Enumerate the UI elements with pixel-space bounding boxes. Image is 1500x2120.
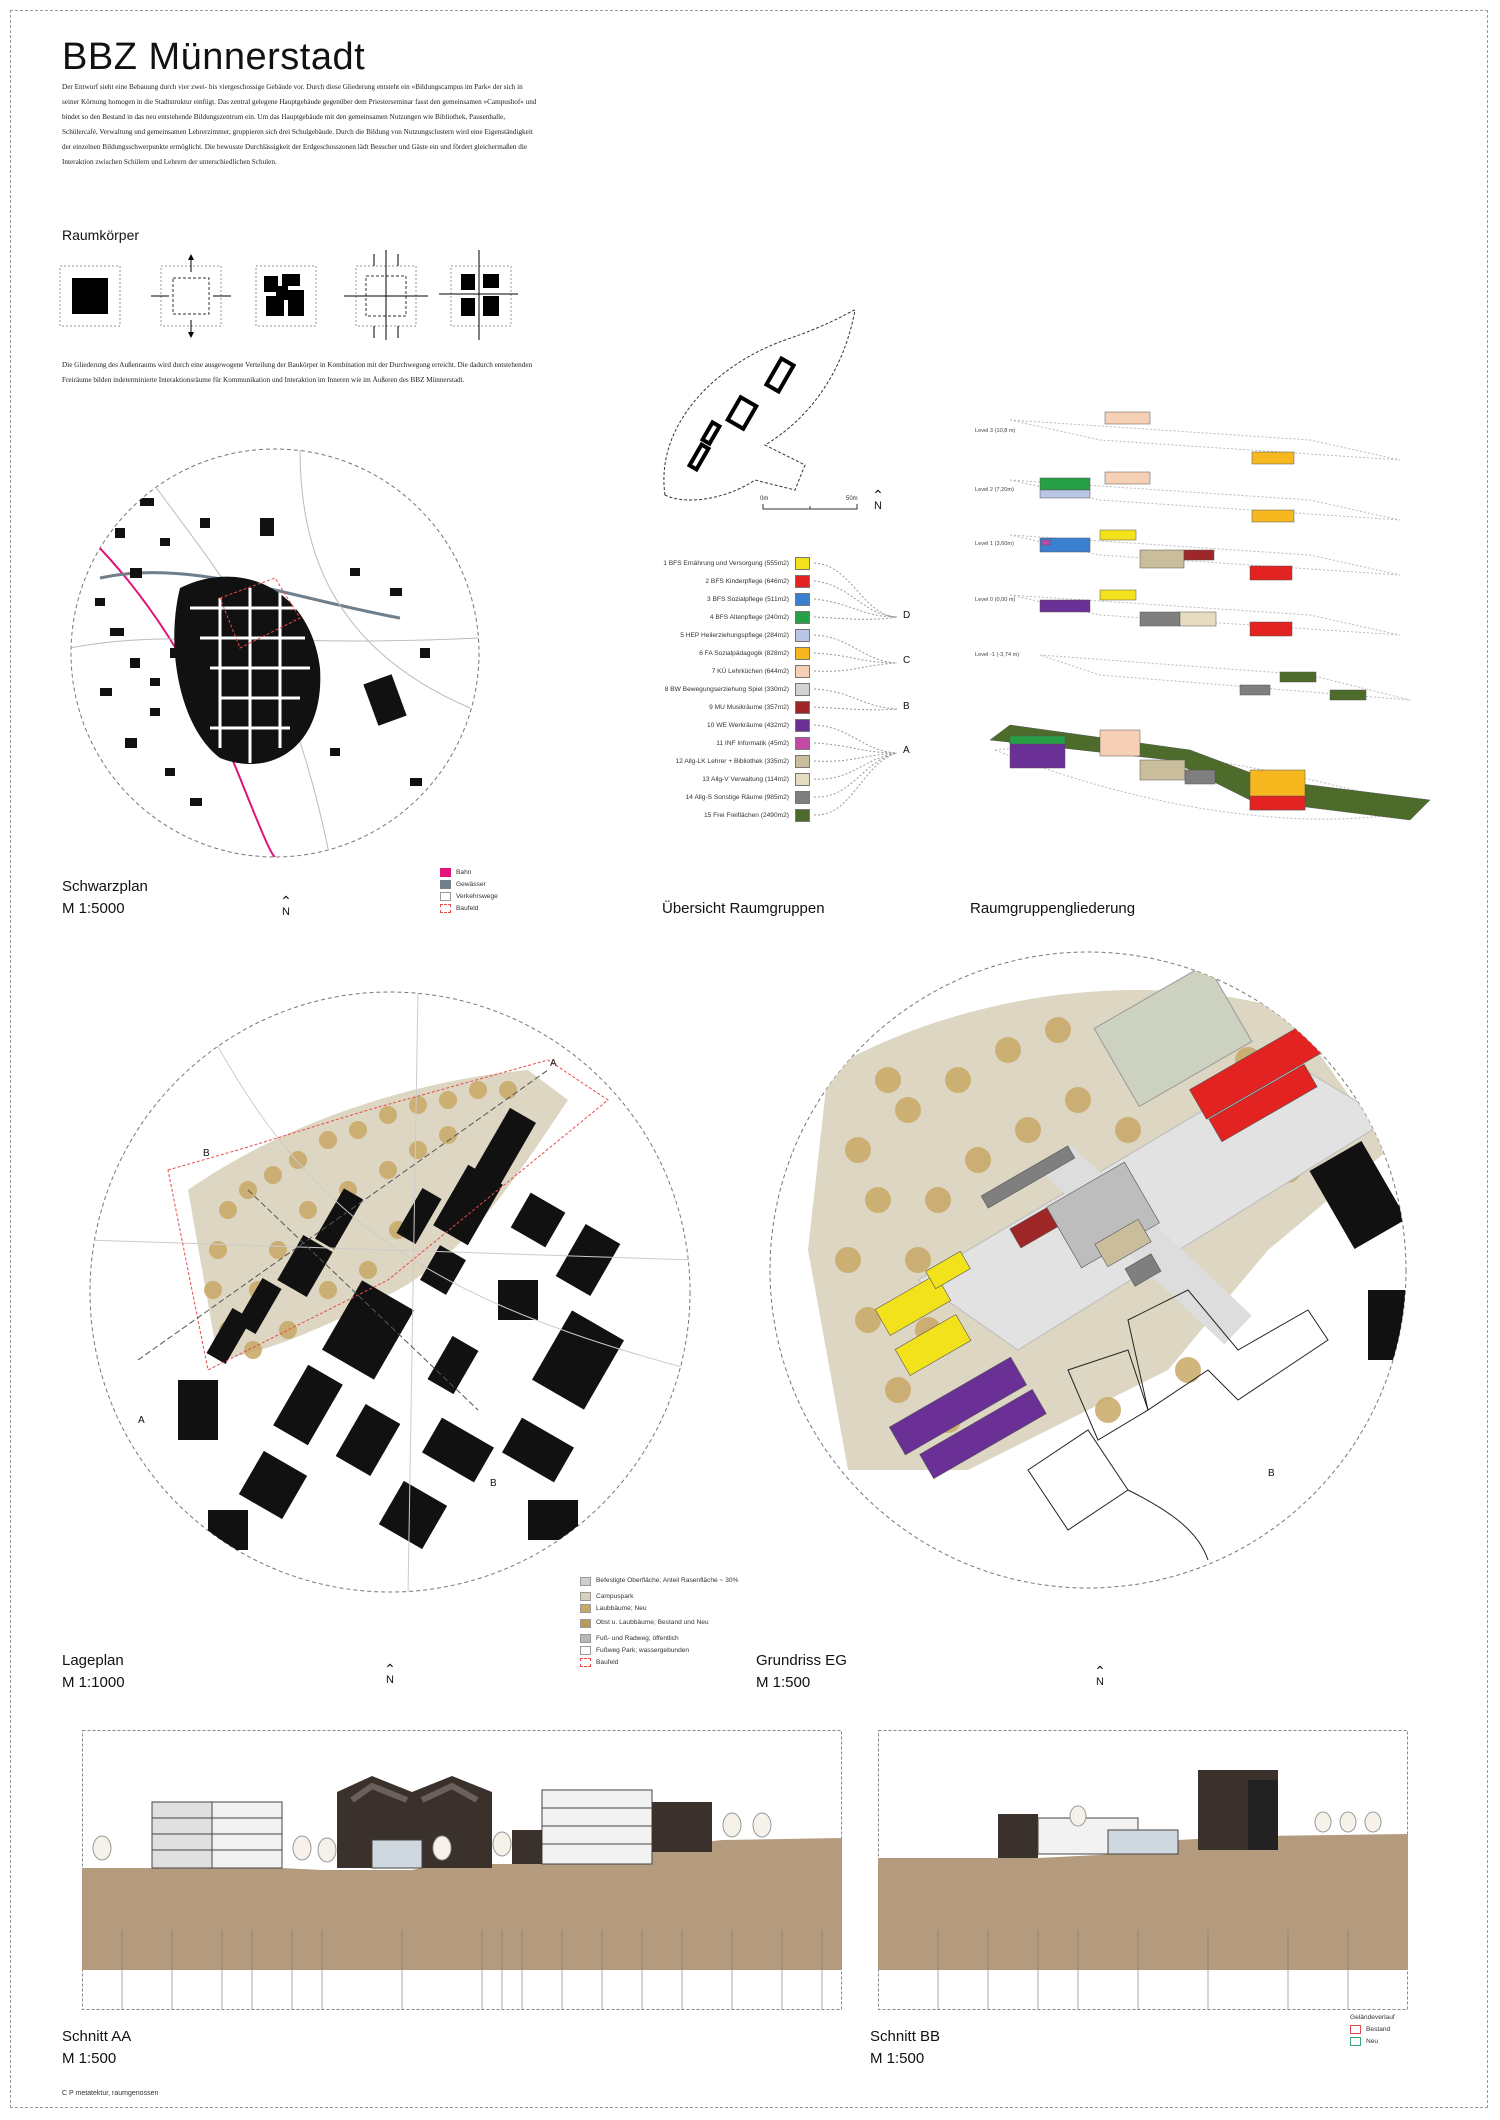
- list-item: 6 FA Sozialpädagogik (828m2): [660, 645, 810, 661]
- legend-item: Baufeld: [440, 902, 498, 914]
- grundriss-scale: M 1:500: [756, 1674, 811, 1691]
- lageplan-scale: M 1:1000: [62, 1674, 125, 1691]
- raumkoerper-text: Die Gliederung des Außenraums wird durch…: [62, 361, 533, 384]
- poster-frame: [10, 10, 1488, 2108]
- lageplan-cut-label-a: A: [138, 1415, 145, 1426]
- level-label: Level 3 (10,8 m): [975, 428, 1016, 434]
- poster-title: BBZ Münnerstadt: [62, 36, 366, 78]
- level-label: Level -1 (-3,74 m): [975, 652, 1020, 658]
- list-item: 9 MU Musikräume (357m2): [660, 699, 810, 715]
- raumgruppen-connectors: [813, 562, 898, 816]
- gelaende-heading: Geländeverlauf: [1350, 2014, 1395, 2021]
- raumgruppen-list: 1 BFS Ernährung und Versorgung (555m2) 2…: [660, 555, 812, 855]
- list-item: 2 BFS Kinderpflege (646m2): [660, 573, 810, 589]
- north-arrow-icon: ⌃: [384, 1661, 396, 1677]
- schnitt-aa-section: [82, 1730, 842, 2010]
- schwarzplan-title: Schwarzplan: [62, 878, 148, 895]
- lageplan-cut-label-b-end: B: [490, 1478, 497, 1489]
- group-label-c: C: [903, 655, 911, 666]
- scale-bar-end: 50m: [846, 496, 858, 502]
- legend-item: Neu: [1350, 2035, 1440, 2047]
- lageplan-map: [89, 991, 691, 1593]
- legend-item: Obst u. Laubbäume; Bestand und Neu: [580, 1614, 750, 1632]
- schwarzplan-legend: Bahn Gewässer Verkehrswege Baufeld: [440, 866, 498, 914]
- list-item: 1 BFS Ernährung und Versorgung (555m2): [660, 555, 810, 571]
- massing-diagram-4: [344, 250, 428, 340]
- scale-bar-start: 0m: [760, 496, 769, 502]
- legend-item: Bahn: [440, 866, 498, 878]
- list-item: 5 HEP Heilerziehungspflege (284m2): [660, 627, 810, 643]
- legend-item: Bestand: [1350, 2023, 1440, 2035]
- schnitt-bb-section: [878, 1730, 1408, 2010]
- list-item: 10 WE Werkräume (432m2): [660, 717, 810, 733]
- lageplan-cut-label-a-end: A: [550, 1058, 557, 1069]
- gliederung-title: Raumgruppengliederung: [970, 900, 1136, 917]
- massing-diagram-2: [151, 254, 231, 338]
- raumgruppen-title: Übersicht Raumgruppen: [662, 900, 825, 917]
- list-item: 3 BFS Sozialpflege (511m2): [660, 591, 810, 607]
- group-label-a: A: [903, 745, 910, 756]
- site-diagram: [663, 309, 856, 501]
- grundriss-north: ⌃N: [1090, 1663, 1110, 1688]
- schnitt-bb-title: Schnitt BB: [870, 2028, 941, 2045]
- legend-item: Fußweg Park; wassergebunden: [580, 1644, 750, 1656]
- level-label: Level 0 (0,00 m): [975, 597, 1016, 603]
- list-item: 11 INF Informatik (45m2): [660, 735, 810, 751]
- list-item: 4 BFS Altenpflege (240m2): [660, 609, 810, 625]
- credit-text: C P metatektur, raumgenossen: [62, 2090, 159, 2097]
- schnitt-aa-scale: M 1:500: [62, 2050, 117, 2067]
- level-label: Level 1 (3,60m): [975, 541, 1014, 547]
- lageplan-legend: Befestigte Oberfläche; Anteil Rasenfläch…: [580, 1572, 750, 1668]
- legend-item: Campuspark: [580, 1590, 750, 1602]
- gliederung-axo: [989, 411, 1431, 821]
- group-label-b: B: [903, 701, 910, 712]
- legend-item: Verkehrswege: [440, 890, 498, 902]
- legend-item: Baufeld: [580, 1656, 750, 1668]
- schwarzplan-north: ⌃N: [276, 893, 296, 918]
- ground-mass: [82, 1838, 842, 1970]
- north-arrow-icon: ⌃: [280, 893, 292, 909]
- list-item: 13 Allg-V Verwaltung (114m2): [660, 771, 810, 787]
- site-diagram-north: ⌃N: [868, 487, 888, 512]
- legend-item: Laubbäume; Neu: [580, 1602, 750, 1614]
- raumkoerper-diagrams: [59, 250, 518, 340]
- legend-item: Gewässer: [440, 878, 498, 890]
- lageplan-title: Lageplan: [62, 1652, 124, 1669]
- list-item: 15 Frei Freiflächen (2490m2): [660, 807, 810, 823]
- legend-item: Befestigte Oberfläche; Anteil Rasenfläch…: [580, 1572, 750, 1590]
- intro-text: Der Entwurf sieht eine Bebauung durch vi…: [62, 83, 537, 166]
- list-item: 14 Allg-S Sonstige Räume (985m2): [660, 789, 810, 805]
- massing-diagram-3: [255, 265, 317, 327]
- grundriss-cut-label-b: B: [1268, 1468, 1275, 1479]
- lageplan-cut-label-b: B: [203, 1148, 210, 1159]
- massing-diagram-1: [59, 265, 121, 327]
- north-arrow-icon: ⌃: [872, 487, 884, 503]
- list-item: 12 Allg-LK Lehrer + Bibliothek (335m2): [660, 753, 810, 769]
- schnitt-aa-title: Schnitt AA: [62, 2028, 132, 2045]
- gelaende-legend: Geländeverlauf Bestand Neu: [1350, 2014, 1440, 2047]
- ground-mass: [878, 1834, 1408, 1970]
- level-label: Level 2 (7,20m): [975, 487, 1014, 493]
- schwarzplan-map: [70, 448, 480, 858]
- grundriss-title: Grundriss EG: [756, 1652, 847, 1669]
- legend-item: Fuß- und Radweg; öffentlich: [580, 1632, 750, 1644]
- schnitt-bb-scale: M 1:500: [870, 2050, 925, 2067]
- north-arrow-icon: ⌃: [1094, 1663, 1106, 1679]
- massing-diagram-5: [439, 250, 518, 340]
- list-item: 8 BW Bewegungserziehung Spiel (330m2): [660, 681, 810, 697]
- schwarzplan-scale: M 1:5000: [62, 900, 125, 917]
- lageplan-north: ⌃N: [380, 1661, 400, 1686]
- group-label-d: D: [903, 610, 911, 621]
- list-item: 7 KÜ Lehrküchen (644m2): [660, 663, 810, 679]
- raumkoerper-heading: Raumkörper: [62, 227, 140, 243]
- scale-bar: [762, 504, 858, 510]
- grundriss-plan: [769, 951, 1407, 1589]
